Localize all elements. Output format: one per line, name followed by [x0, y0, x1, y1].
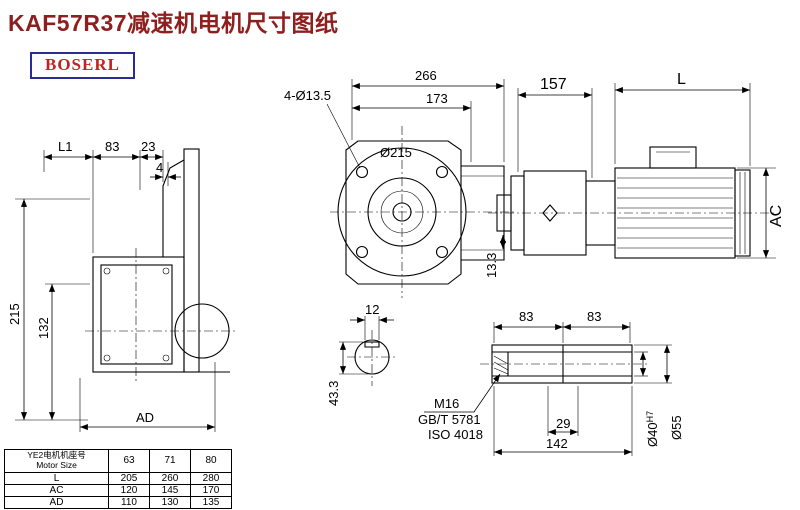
dim-157: 157	[540, 76, 567, 93]
front-view-dimensions: 266 173 4-Ø13.5 Ø215	[284, 68, 505, 169]
dim-83-top: 83	[105, 139, 119, 154]
left-view-dimensions: L1 83 23 4 215 132 AD	[7, 139, 216, 432]
dim-83-right: 83	[587, 309, 601, 324]
label-m16: M16	[434, 396, 459, 411]
dim-142: 142	[546, 436, 568, 451]
cell-AD-71: 130	[149, 495, 191, 509]
cell-AC-63: 120	[108, 483, 150, 497]
dim-43-3: 43.3	[326, 381, 341, 406]
table-row-header: YE2电机机座号 Motor Size 63 71 80	[4, 449, 232, 473]
left-view	[85, 148, 238, 382]
table-header-cell: YE2电机机座号 Motor Size	[4, 449, 109, 473]
dim-AC: AC	[768, 205, 785, 227]
cell-L-71: 260	[149, 471, 191, 485]
dim-L1: L1	[58, 139, 72, 154]
label-gbt5781: GB/T 5781	[418, 412, 481, 427]
dim-83-left: 83	[519, 309, 533, 324]
dim-flange-dia: Ø215	[380, 145, 412, 160]
table-header-cn: YE2电机机座号	[27, 450, 86, 460]
dim-12: 12	[365, 302, 379, 317]
dim-13-3: 13.3	[484, 253, 499, 278]
side-view	[488, 146, 774, 259]
cell-AC-71: 145	[149, 483, 191, 497]
shaft-detail-view	[480, 344, 648, 384]
frame-size-80: 80	[190, 449, 232, 473]
front-view	[330, 126, 516, 298]
cell-L-80: 280	[190, 471, 232, 485]
frame-size-63: 63	[108, 449, 150, 473]
dim-29: 29	[556, 416, 570, 431]
shaft-section-dimensions: 12 43.3	[326, 302, 394, 406]
cell-AD-63: 110	[108, 495, 150, 509]
side-view-dimensions: 157 L AC 13.3	[484, 71, 785, 278]
motor-size-table: YE2电机机座号 Motor Size 63 71 80 L 205 260 2…	[4, 449, 232, 509]
dim-AD: AD	[136, 410, 154, 425]
cell-AC-80: 170	[190, 483, 232, 497]
table-row-L: L 205 260 280	[4, 471, 232, 485]
page-title: KAF57R37减速机电机尺寸图纸	[8, 10, 339, 36]
table-header-en: Motor Size	[36, 459, 77, 470]
row-label-L: L	[4, 471, 109, 485]
cell-L-63: 205	[108, 471, 150, 485]
cell-AD-80: 135	[190, 495, 232, 509]
dim-hub-dia: Ø55	[669, 415, 684, 440]
dim-bore-dia: Ø40H7	[645, 411, 660, 447]
dim-132: 132	[36, 317, 51, 339]
row-label-AD: AD	[4, 495, 109, 509]
dim-L: L	[677, 71, 686, 88]
dim-215: 215	[7, 303, 22, 325]
dim-23: 23	[141, 139, 155, 154]
row-label-AC: AC	[4, 483, 109, 497]
dim-266: 266	[415, 68, 437, 83]
shaft-detail-dimensions: 83 83 M16 GB/T 5781 ISO 4018 29 142 Ø40H…	[418, 309, 684, 456]
dim-173: 173	[426, 91, 448, 106]
logo-text: BOSERL	[45, 55, 120, 74]
boserl-logo: BOSERL	[30, 52, 135, 79]
table-row-AC: AC 120 145 170	[4, 483, 232, 497]
dim-mount-holes: 4-Ø13.5	[284, 88, 331, 103]
table-row-AD: AD 110 130 135	[4, 495, 232, 509]
shaft-section-view	[347, 330, 398, 386]
label-iso4018: ISO 4018	[428, 427, 483, 442]
dim-4: 4	[156, 160, 163, 175]
frame-size-71: 71	[149, 449, 191, 473]
